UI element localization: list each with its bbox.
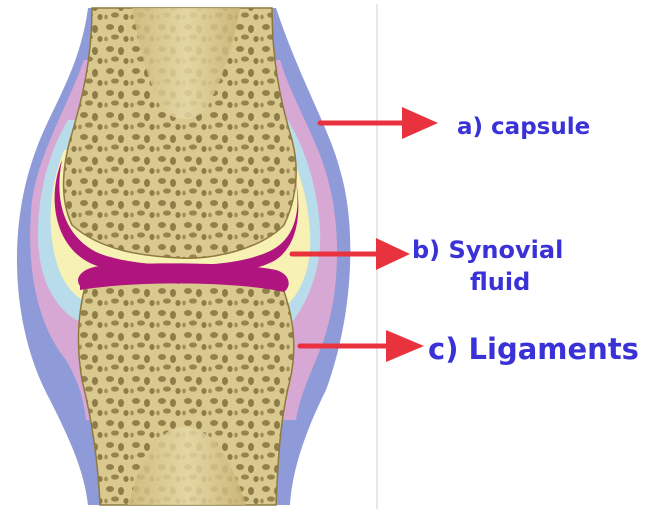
arrow-capsule bbox=[320, 107, 438, 139]
label-synovial-fluid-line1: b) Synovial bbox=[412, 236, 563, 264]
label-capsule: a) capsule bbox=[457, 114, 590, 140]
upper-bone bbox=[64, 8, 297, 258]
lower-bone bbox=[79, 278, 294, 505]
label-synovial-fluid-line2: fluid bbox=[470, 268, 530, 296]
label-ligaments: c) Ligaments bbox=[428, 332, 639, 366]
